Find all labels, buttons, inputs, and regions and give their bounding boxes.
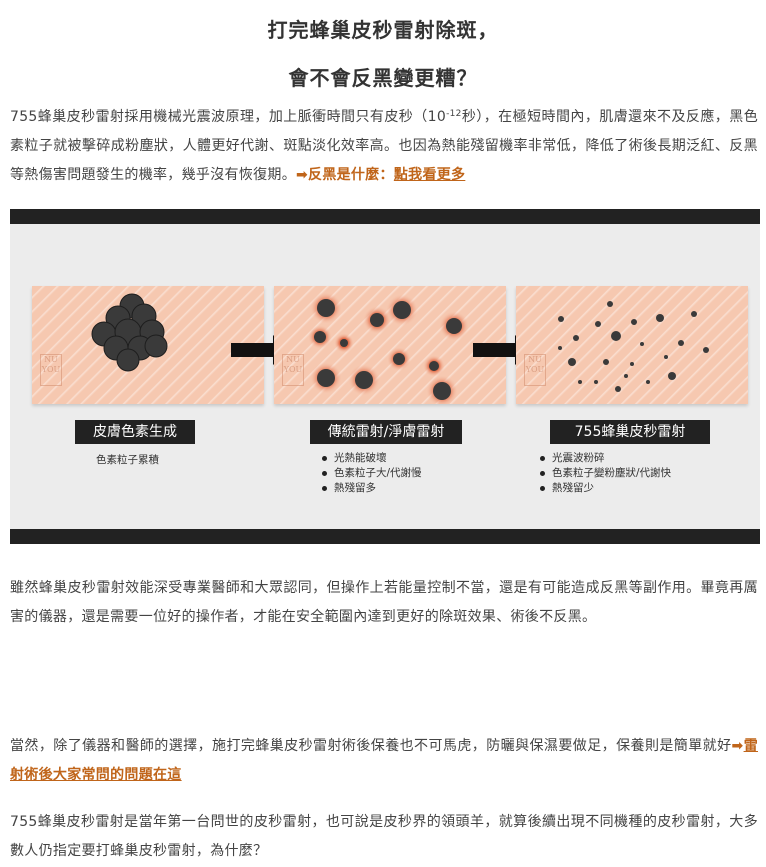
aftercare-paragraph: 當然，除了儀器和醫師的選擇，施打完蜂巢皮秒雷射術後保養也不可馬虎，防曬與保濕要做…	[10, 732, 758, 790]
pigment-particle	[355, 371, 373, 389]
panel-label-picosecond: 755蜂巢皮秒雷射	[550, 420, 710, 444]
dust-particle	[607, 301, 613, 307]
aftercare-faq-link[interactable]: 雷射術後大家常問的問題在這	[10, 738, 758, 783]
dust-particle	[568, 358, 576, 366]
dust-particle	[615, 386, 621, 392]
dust-particle	[678, 340, 684, 346]
dust-particle	[646, 380, 650, 384]
arrow-icon: ➡	[296, 167, 309, 183]
panel-desc-pigment: 色素粒子累積	[96, 454, 159, 466]
caution-paragraph: 雖然蜂巢皮秒雷射效能深受專業醫師和大眾認同，但操作上若能量控制不當，還是有可能造…	[10, 580, 758, 625]
pigment-particle	[314, 331, 326, 343]
dust-particle	[578, 380, 582, 384]
headline-line2: 會不會反黑變更糟？	[288, 66, 478, 90]
pigment-particle	[393, 301, 411, 319]
dust-particle	[631, 319, 637, 325]
note-item: 熱殘留多	[320, 481, 422, 496]
pigment-blob	[116, 348, 140, 372]
arrow-icon: ➡	[731, 738, 744, 754]
intro-paragraph: 755蜂巢皮秒雷射採用機械光震波原理，加上脈衝時間只有皮秒（10-12秒），在極…	[10, 103, 758, 190]
dust-particles-graphic	[558, 301, 709, 392]
note-item: 光震波粉碎	[538, 451, 671, 466]
pigment-particle	[433, 382, 451, 400]
note-item: 熱殘留少	[538, 481, 671, 496]
intro-755-paragraph: 755蜂巢皮秒雷射是當年第一台問世的皮秒雷射，也可說是皮秒界的領頭羊，就算後續出…	[10, 814, 758, 859]
note-item: 色素粒子大/代謝慢	[320, 466, 422, 481]
dust-particle	[668, 372, 676, 380]
dust-particle	[611, 331, 621, 341]
dust-particle	[603, 359, 609, 365]
pigment-particle	[446, 318, 462, 334]
dust-particle	[664, 355, 668, 359]
dust-particle	[594, 380, 598, 384]
dust-particle	[630, 362, 634, 366]
pigment-blob	[144, 334, 168, 358]
panel-notes-traditional: 光熱能破壞 色素粒子大/代謝慢 熱殘留多	[320, 451, 422, 496]
panel-label-pigment: 皮膚色素生成	[75, 420, 195, 444]
nuyou-watermark: NU YOU	[524, 354, 546, 386]
infographic-bottom-bar	[10, 529, 760, 544]
pigment-particle	[370, 313, 384, 327]
intro-text-b: 秒），在極短時間內，肌膚還來不及反應，黑色素粒子就被擊碎成粉塵狀，人體更好代謝、…	[10, 109, 758, 183]
pigment-particle	[429, 361, 439, 371]
aftercare-text: 當然，除了儀器和醫師的選擇，施打完蜂巢皮秒雷射術後保養也不可馬虎，防曬與保濕要做…	[10, 738, 732, 754]
dust-particle	[558, 346, 562, 350]
heat-damage-graphic	[308, 292, 469, 404]
skin-panel-traditional: NU YOU	[274, 286, 506, 404]
intro-text-a: 755蜂巢皮秒雷射採用機械光震波原理，加上脈衝時間只有皮秒（10	[10, 109, 447, 125]
pigment-cluster-graphic	[91, 293, 168, 372]
dust-particle	[703, 347, 709, 353]
dust-particle	[640, 342, 644, 346]
pigment-particle	[393, 353, 405, 365]
dust-particle	[573, 335, 579, 341]
headline-line1: 打完蜂巢皮秒雷射除斑，	[267, 18, 499, 42]
read-more-link[interactable]: 點我看更多	[393, 167, 466, 183]
skin-panel-pigment: NU YOU	[32, 286, 264, 404]
skin-panel-picosecond: NU YOU	[516, 286, 748, 404]
dust-particle	[691, 311, 697, 317]
dust-particle	[656, 314, 664, 322]
note-item: 色素粒子變粉塵狀/代謝快	[538, 466, 671, 481]
panel-notes-picosecond: 光震波粉碎 色素粒子變粉塵狀/代謝快 熱殘留少	[538, 451, 671, 496]
dust-particle	[624, 374, 628, 378]
pigment-infographic: NU YOU	[10, 209, 760, 544]
intro-exponent: -12	[446, 109, 462, 119]
dust-particle	[595, 321, 601, 327]
note-item: 光熱能破壞	[320, 451, 422, 466]
pigment-particle	[317, 299, 335, 317]
nuyou-watermark: NU YOU	[40, 354, 62, 386]
intro-accent: 反黑是什麼：	[308, 167, 394, 183]
infographic-top-bar	[10, 209, 760, 224]
nuyou-watermark: NU YOU	[282, 354, 304, 386]
dust-particle	[558, 316, 564, 322]
panel-label-traditional: 傳統雷射/淨膚雷射	[310, 420, 462, 444]
pigment-particle	[340, 339, 348, 347]
pigment-particle	[317, 369, 335, 387]
